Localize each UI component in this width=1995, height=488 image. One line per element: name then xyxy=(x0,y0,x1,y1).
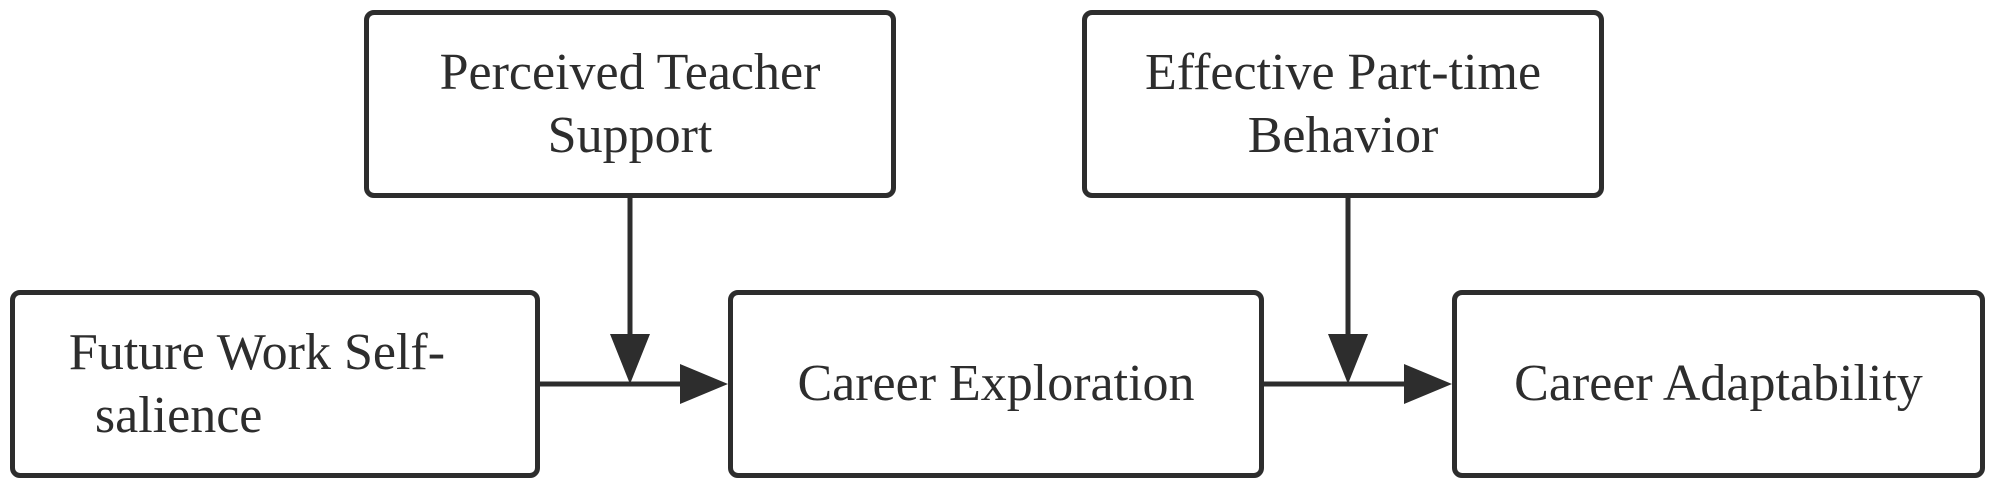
node-label-line: Future Work Self- xyxy=(68,323,446,381)
node-label-line: Effective Part-time xyxy=(1144,43,1542,101)
node-career-exploration: Career Exploration xyxy=(728,290,1264,478)
node-label: Career Exploration xyxy=(797,355,1195,413)
node-label-line: Support xyxy=(547,107,713,164)
arrowhead-exploration-to-adaptability xyxy=(1404,364,1452,404)
arrowhead-fwss-to-exploration xyxy=(680,364,728,404)
node-effective-part-time-behavior: Effective Part-time Behavior xyxy=(1082,10,1604,198)
arrowhead-teacher-moderation xyxy=(610,334,650,384)
node-perceived-teacher-support: Perceived Teacher Support xyxy=(364,10,896,198)
node-label-line: Behavior xyxy=(1247,107,1439,164)
node-label: Career Adaptability xyxy=(1514,355,1923,413)
node-label-line: salience xyxy=(94,387,263,444)
arrowhead-parttime-moderation xyxy=(1328,334,1368,384)
node-label-line: Perceived Teacher xyxy=(439,43,821,101)
node-career-adaptability: Career Adaptability xyxy=(1452,290,1985,478)
node-future-work-self-salience: Future Work Self- salience xyxy=(10,290,540,478)
